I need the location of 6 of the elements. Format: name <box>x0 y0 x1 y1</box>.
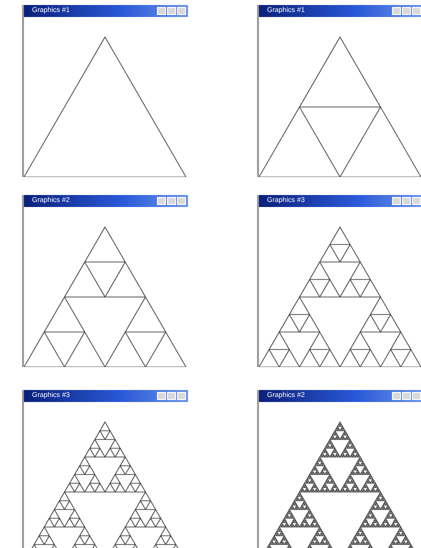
app-window <box>22 5 188 177</box>
app-window <box>22 195 188 367</box>
app-window <box>257 5 421 177</box>
app-window <box>22 390 188 548</box>
app-window <box>257 390 421 548</box>
app-window <box>257 195 421 367</box>
